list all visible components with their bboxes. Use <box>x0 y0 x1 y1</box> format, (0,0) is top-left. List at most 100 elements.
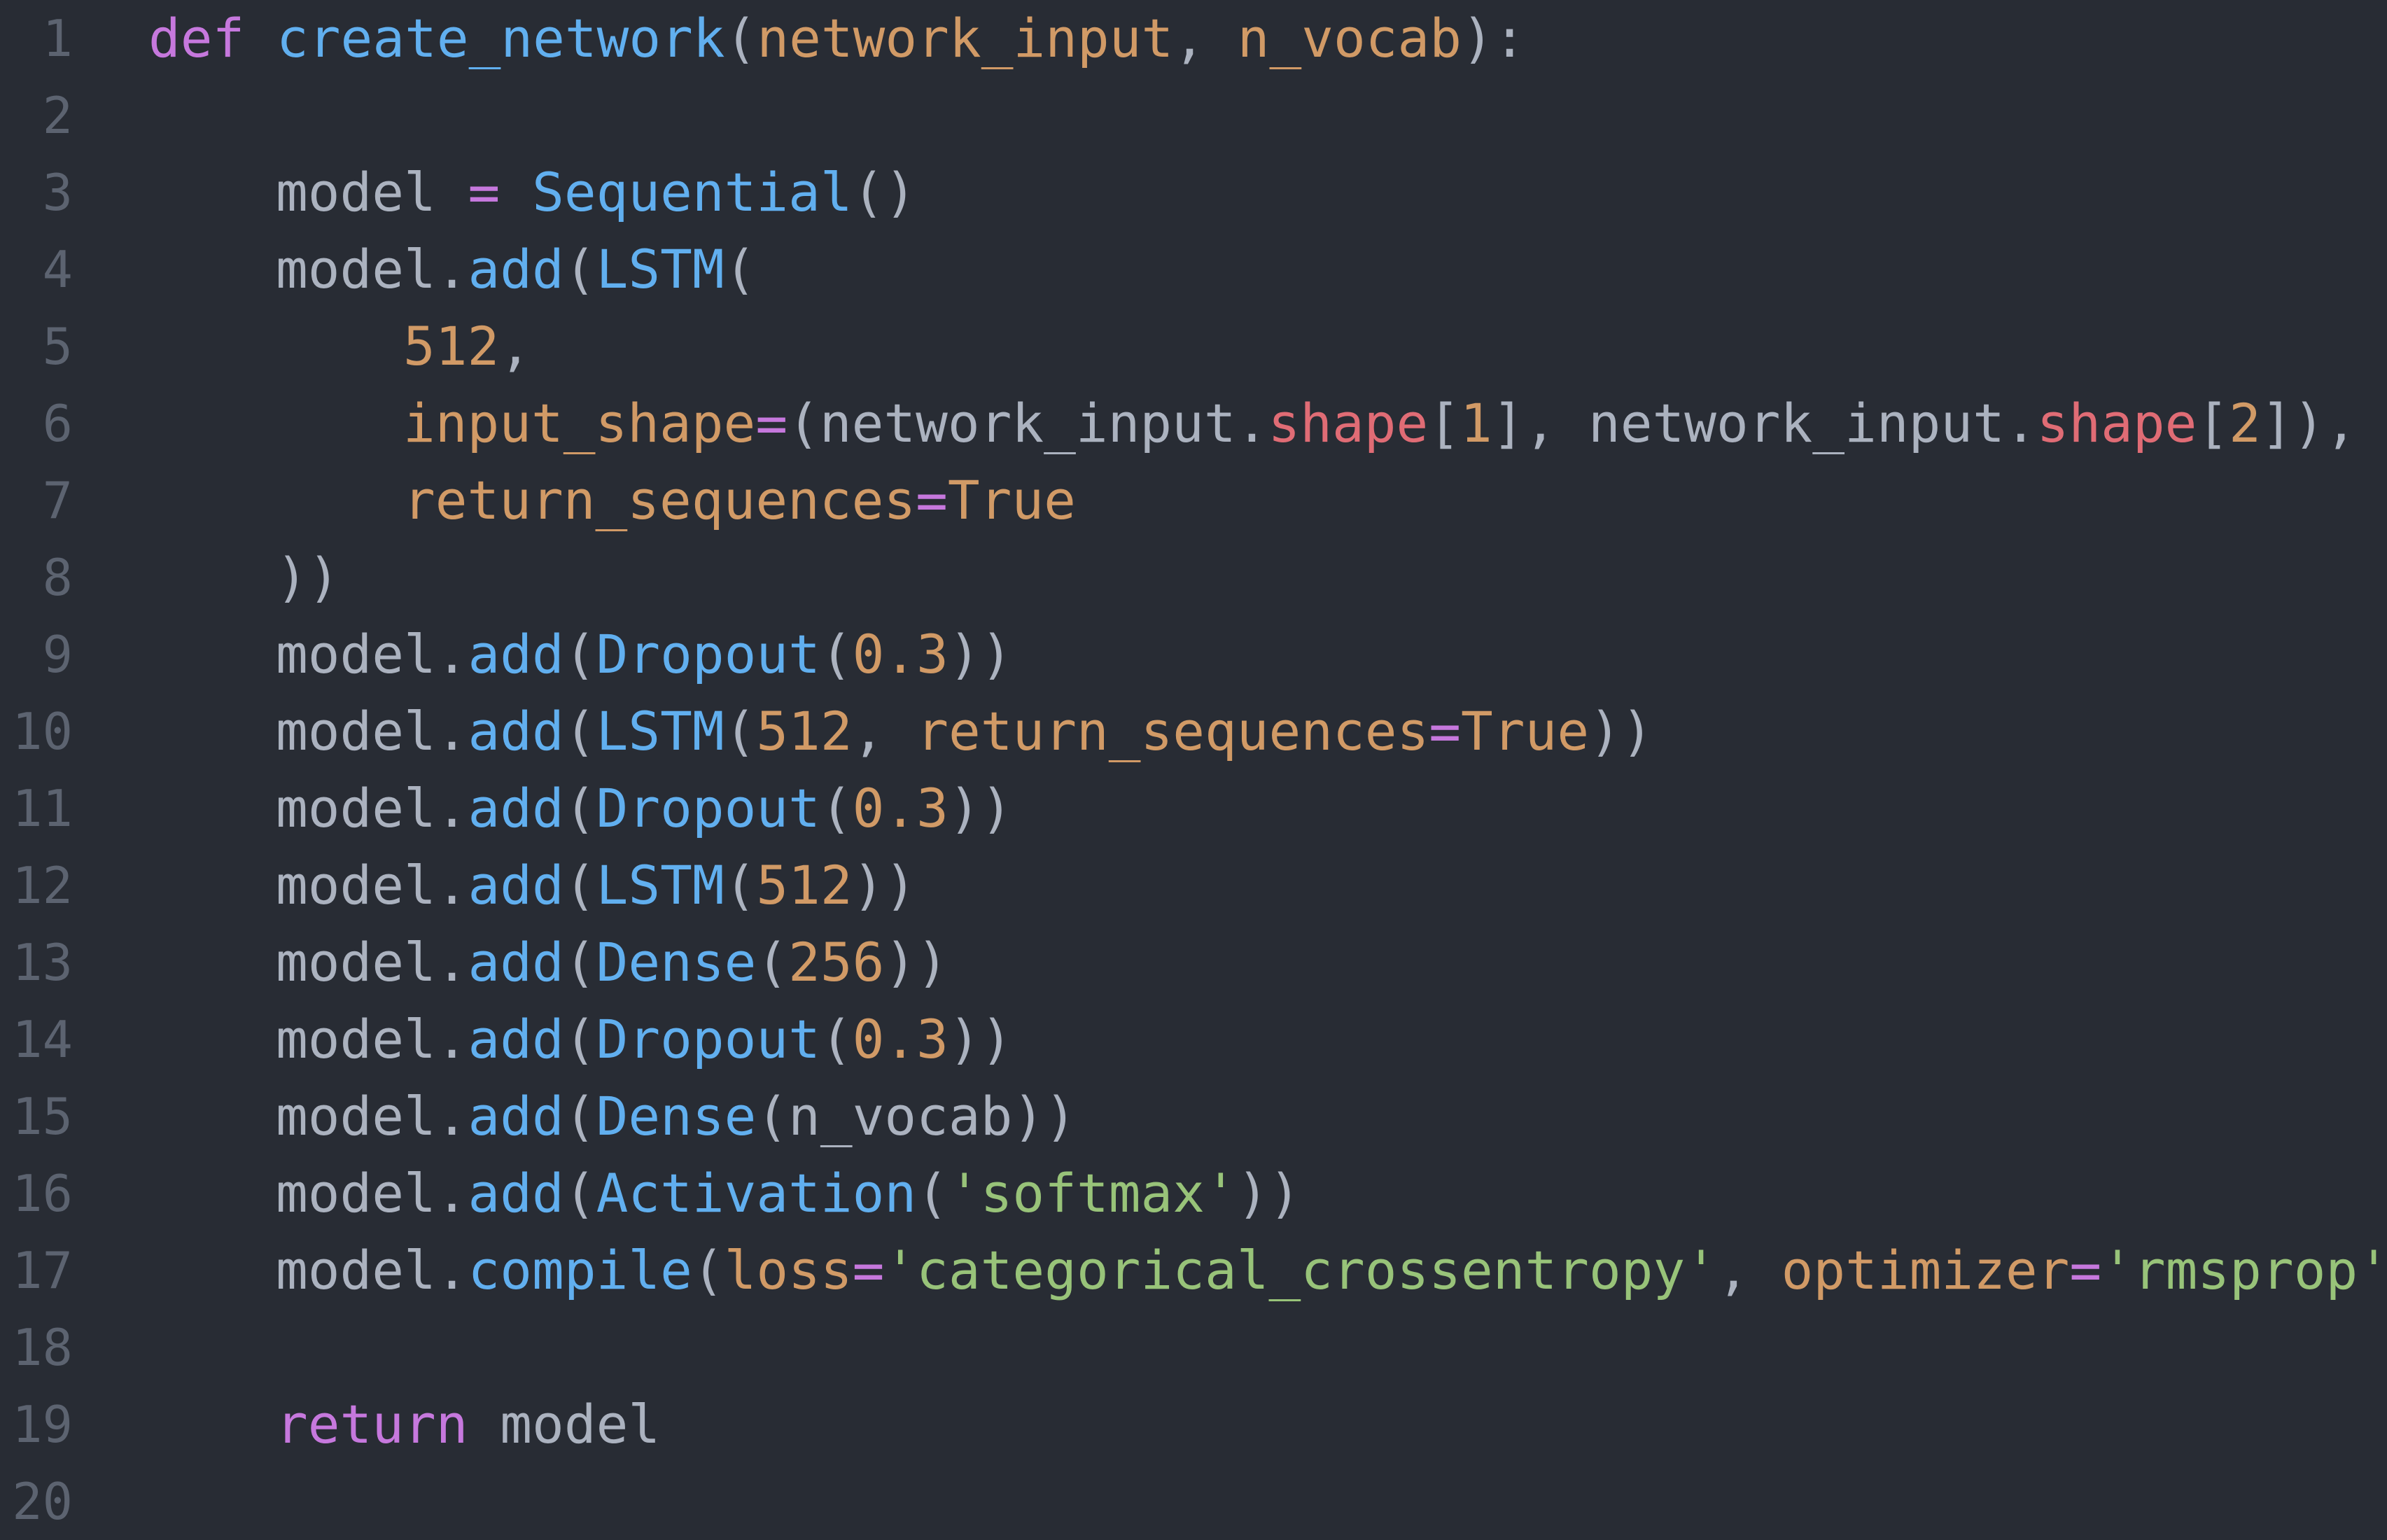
line-number: 10 <box>12 702 73 761</box>
code-token-plain: model <box>276 161 468 223</box>
code-text[interactable]: model.add(Dropout(0.3)) <box>276 616 1012 693</box>
code-token-parameter: loss <box>724 1239 853 1301</box>
code-text[interactable]: def create_network(network_input, n_voca… <box>148 0 1526 77</box>
code-token-plain: ]), <box>2260 392 2358 454</box>
code-token-number: 1 <box>1460 392 1492 454</box>
code-text[interactable]: input_shape=(network_input.shape[1], net… <box>403 385 2357 462</box>
code-token-function: add <box>468 1008 564 1070</box>
code-token-parameter: return_sequences <box>403 469 916 531</box>
code-token-parameter: network_input <box>757 7 1174 69</box>
code-text[interactable]: return model <box>276 1386 660 1463</box>
code-text[interactable]: model.add(LSTM(512)) <box>276 847 916 924</box>
code-text[interactable]: model = Sequential() <box>276 154 916 231</box>
code-token-plain: model <box>468 1393 661 1455</box>
code-line[interactable]: 10 model.add(LSTM(512, return_sequences=T… <box>0 693 2387 770</box>
code-token-parameter: return_sequences <box>916 700 1429 762</box>
code-line[interactable]: 17 model.compile(loss='categorical_crosse… <box>0 1232 2387 1309</box>
code-token-keyword: return <box>276 1393 468 1455</box>
code-line[interactable]: 18 <box>0 1309 2387 1386</box>
code-text[interactable]: model.add(Dense(n_vocab)) <box>276 1078 1077 1155</box>
code-line[interactable]: 2 <box>0 77 2387 154</box>
code-token-operator: = <box>852 1239 885 1301</box>
code-text[interactable]: model.add(LSTM( <box>276 231 756 308</box>
code-token-function: compile <box>468 1239 692 1301</box>
code-token-plain: model. <box>276 700 468 762</box>
code-token-function: Dropout <box>596 1008 820 1070</box>
code-token-plain: ( <box>820 777 853 839</box>
code-token-plain: ( <box>756 931 789 993</box>
code-token-function: create_network <box>276 7 725 69</box>
code-token-plain: model. <box>276 1085 468 1147</box>
code-token-number: 0.3 <box>852 623 948 685</box>
code-text[interactable]: return_sequences=True <box>403 462 1076 539</box>
line-number: 2 <box>42 86 73 145</box>
code-line[interactable]: 8)) <box>0 539 2387 616</box>
code-token-number: True <box>947 469 1076 531</box>
code-token-plain: )) <box>884 931 948 993</box>
code-token-plain: (network_input. <box>788 392 1268 454</box>
code-line[interactable]: 16 model.add(Activation('softmax')) <box>0 1155 2387 1232</box>
line-number: 4 <box>42 240 73 299</box>
code-token-plain: model. <box>276 777 468 839</box>
line-number: 17 <box>12 1241 73 1300</box>
code-text[interactable]: model.add(Dropout(0.3)) <box>276 1001 1012 1078</box>
code-token-function: add <box>468 777 564 839</box>
code-token-operator: = <box>755 392 788 454</box>
code-token-plain: )) <box>852 854 917 916</box>
code-line[interactable]: 19 return model <box>0 1386 2387 1463</box>
code-token-plain: ( <box>564 777 596 839</box>
code-text[interactable]: model.compile(loss='categorical_crossent… <box>276 1232 2387 1309</box>
code-token-string: 'categorical_crossentropy' <box>884 1239 1718 1301</box>
code-token-number: 0.3 <box>852 777 948 839</box>
code-token-plain: ( <box>564 700 596 762</box>
code-token-plain: )) <box>1589 700 1653 762</box>
code-text[interactable]: model.add(Dense(256)) <box>276 924 948 1001</box>
code-text[interactable]: model.add(LSTM(512, return_sequences=Tru… <box>276 693 1653 770</box>
code-token-number: 512 <box>756 854 853 916</box>
line-number: 6 <box>42 394 73 453</box>
code-text[interactable]: model.add(Dropout(0.3)) <box>276 770 1012 847</box>
code-token-function: Dropout <box>596 777 820 839</box>
code-token-plain: ( <box>564 238 596 300</box>
code-line[interactable]: 4 model.add(LSTM( <box>0 231 2387 308</box>
code-token-operator: = <box>468 161 500 223</box>
code-token-function: add <box>468 854 564 916</box>
line-number: 19 <box>12 1395 73 1454</box>
code-text[interactable]: 512, <box>403 308 531 385</box>
code-token-plain: )) <box>948 623 1013 685</box>
code-token-plain: ( <box>564 1008 596 1070</box>
code-text[interactable]: model.add(Activation('softmax')) <box>276 1155 1301 1232</box>
code-line[interactable]: 7 return_sequences=True <box>0 462 2387 539</box>
code-token-plain: )) <box>948 777 1013 839</box>
code-token-plain: (n_vocab)) <box>756 1085 1077 1147</box>
code-token-function: add <box>468 238 564 300</box>
code-token-function: LSTM <box>596 238 724 300</box>
code-token-function: Activation <box>596 1162 917 1224</box>
code-token-property: shape <box>2036 392 2197 454</box>
code-token-function: Dropout <box>596 623 820 685</box>
code-token-plain: model. <box>276 1239 468 1301</box>
code-token-plain: ): <box>1462 7 1526 69</box>
code-token-plain <box>244 7 276 69</box>
code-token-plain: ( <box>564 1085 596 1147</box>
code-text[interactable]: )) <box>276 539 340 616</box>
code-token-number: 256 <box>788 931 885 993</box>
code-token-number: 512 <box>756 700 853 762</box>
code-token-function: LSTM <box>596 854 724 916</box>
code-token-plain: ( <box>724 238 757 300</box>
line-number: 7 <box>42 471 73 530</box>
code-line[interactable]: 20 <box>0 1463 2387 1540</box>
line-number: 16 <box>12 1164 73 1223</box>
code-token-string: 'softmax' <box>948 1162 1237 1224</box>
